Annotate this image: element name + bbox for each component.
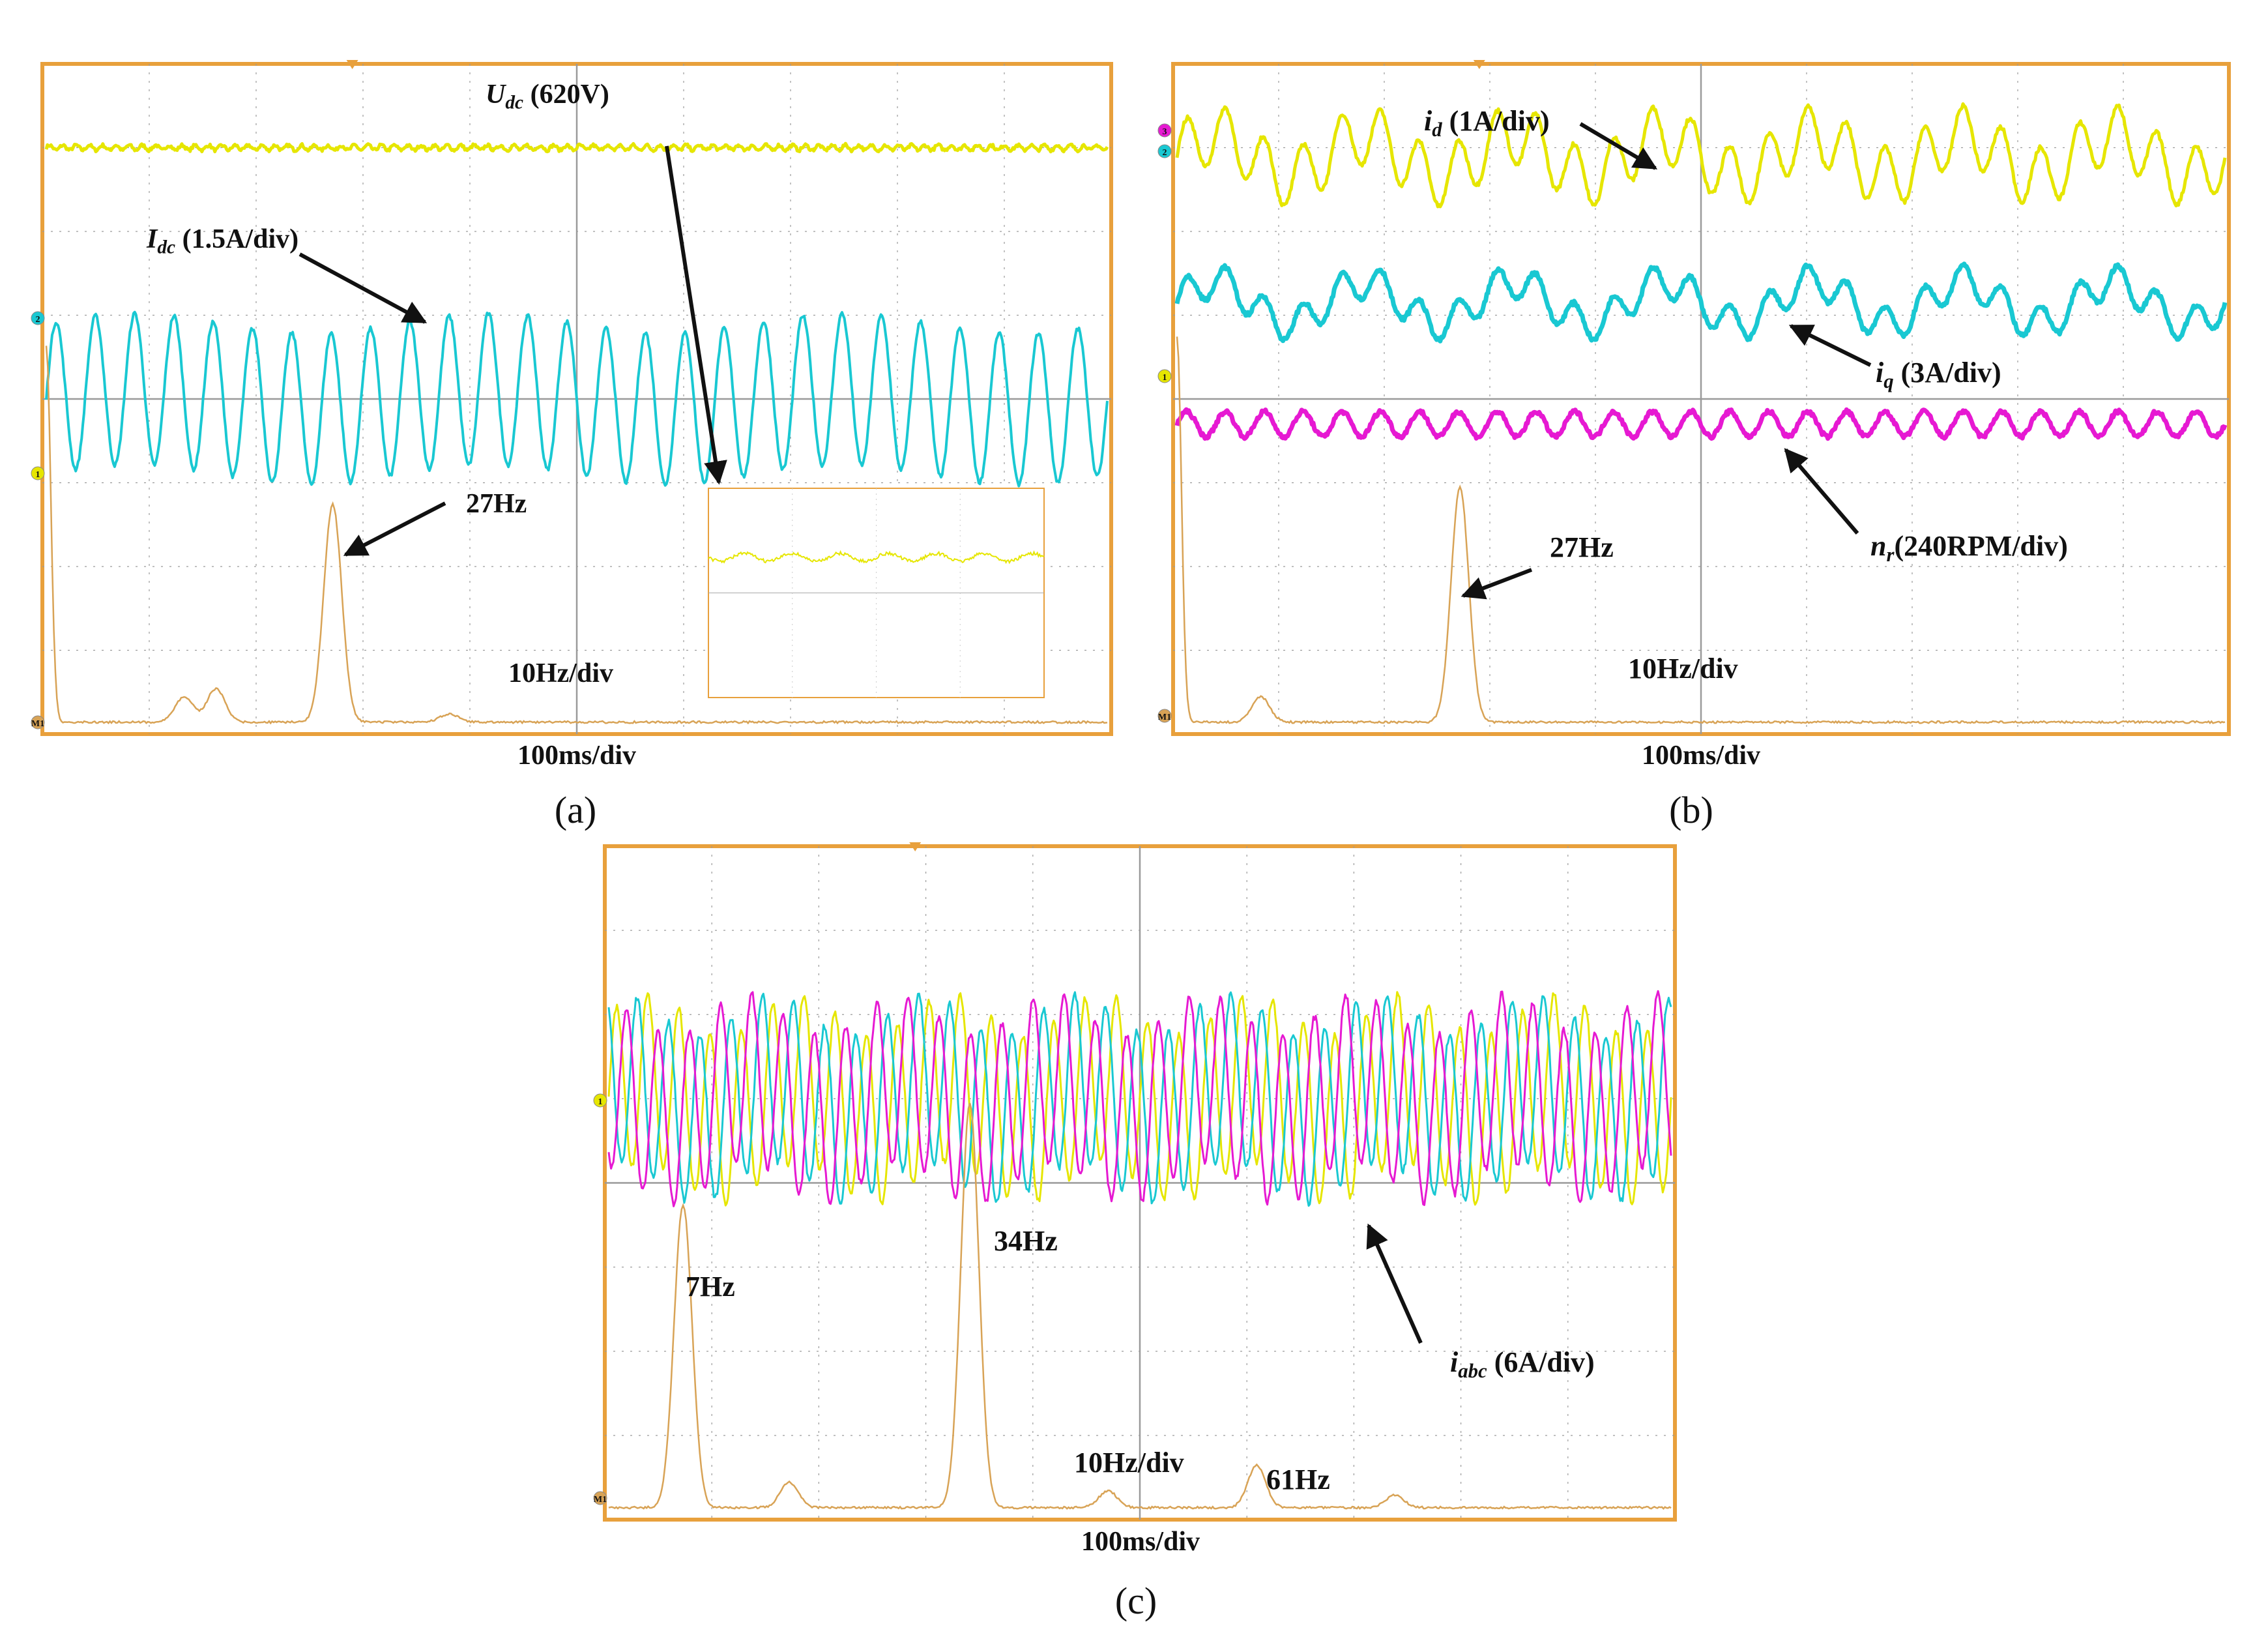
channel-marker-label: M1 bbox=[594, 1495, 607, 1505]
channel-marker-label: M1 bbox=[1158, 713, 1171, 722]
peak-61hz-label: 61Hz bbox=[1266, 1464, 1330, 1495]
annotation-arrows bbox=[1461, 122, 1872, 600]
annotation-labels: 1M1 iabc (6A/div) 7Hz 34Hz 61Hz 10Hz/div bbox=[593, 1093, 1595, 1505]
annotation-arrow bbox=[665, 145, 727, 485]
channel-marker bbox=[31, 715, 45, 729]
channel-marker bbox=[1157, 144, 1172, 158]
fft-trace bbox=[45, 346, 1108, 725]
annotation-labels: 2 1M1 Udc (620V) Idc (1.5A/div) 27Hz 10Hz/div bbox=[31, 80, 613, 729]
idc-label: Idc (1.5A/div) bbox=[146, 224, 298, 258]
channel-marker-label: 1 bbox=[1163, 373, 1167, 383]
annotation-arrow bbox=[1579, 122, 1658, 170]
scope-traces bbox=[607, 990, 1672, 1510]
annotation-labels: 3 2 1M1 id (1A/div) iq (3A/div) nr(240RPM/div… bbox=[1157, 105, 2068, 723]
channel-marker bbox=[1157, 369, 1172, 383]
panel-caption-a: (a) bbox=[555, 789, 596, 831]
channel-marker-label: 1 bbox=[598, 1097, 603, 1107]
scope-panel-a: 2 1M1 Udc (620V) Idc (1.5A/div) 27Hz 10Hz/div… bbox=[31, 60, 1113, 831]
peak-27hz-label: 27Hz bbox=[466, 489, 527, 519]
ic-trace bbox=[607, 990, 1672, 1207]
id-trace bbox=[1175, 102, 2227, 209]
channel-marker-label: 3 bbox=[1163, 127, 1167, 137]
annotation-arrows bbox=[298, 145, 727, 557]
time-scale-label: 100ms/div bbox=[517, 741, 636, 771]
annotation-arrow bbox=[298, 252, 428, 324]
freq-scale-label: 10Hz/div bbox=[508, 658, 613, 688]
iabc-label: iabc (6A/div) bbox=[1450, 1346, 1595, 1382]
annotation-arrow bbox=[1788, 324, 1872, 367]
ib-trace bbox=[607, 991, 1672, 1207]
channel-marker bbox=[31, 311, 45, 325]
udc-trace bbox=[44, 141, 1109, 154]
inset-udc-trace bbox=[708, 550, 1045, 565]
scope-grid bbox=[1173, 60, 2229, 734]
trigger-marker bbox=[909, 842, 922, 851]
channel-marker bbox=[1157, 123, 1172, 138]
nr-label: nr(240RPM/div) bbox=[1870, 530, 2068, 566]
channel-marker bbox=[1157, 709, 1172, 723]
trigger-marker bbox=[1473, 60, 1485, 69]
zoom-inset bbox=[708, 488, 1045, 698]
channel-marker bbox=[593, 1491, 607, 1505]
annotation-arrow bbox=[343, 501, 446, 557]
iq-label: iq (3A/div) bbox=[1876, 357, 2001, 392]
channel-marker-label: 1 bbox=[36, 470, 40, 480]
udc-label: Udc (620V) bbox=[486, 80, 609, 113]
peak-7hz-label: 7Hz bbox=[686, 1271, 735, 1303]
fft-trace bbox=[608, 1102, 1672, 1510]
scope-traces bbox=[1174, 102, 2228, 725]
annotation-arrow bbox=[1366, 1223, 1423, 1344]
scope-panel-c: 1M1 iabc (6A/div) 7Hz 34Hz 61Hz 10Hz/div 100m… bbox=[593, 842, 1677, 1622]
scope-panel-b: 3 2 1M1 id (1A/div) iq (3A/div) nr(240RPM/div… bbox=[1157, 60, 2231, 831]
channel-marker bbox=[593, 1093, 607, 1108]
peak-27hz-label: 27Hz bbox=[1550, 531, 1614, 563]
channel-marker bbox=[31, 466, 45, 480]
fft-trace bbox=[1176, 336, 2226, 725]
panel-caption-b: (b) bbox=[1669, 789, 1713, 831]
iq-trace bbox=[1174, 261, 2228, 344]
trigger-marker bbox=[346, 60, 358, 69]
freq-scale-label: 10Hz/div bbox=[1074, 1447, 1184, 1479]
idc-trace bbox=[45, 310, 1109, 488]
channel-marker-label: 2 bbox=[1163, 148, 1167, 158]
panel-caption-c: (c) bbox=[1115, 1580, 1157, 1622]
freq-scale-label: 10Hz/div bbox=[1628, 653, 1738, 685]
time-scale-label: 100ms/div bbox=[1642, 741, 1760, 771]
peak-34hz-label: 34Hz bbox=[994, 1225, 1058, 1257]
scope-traces bbox=[44, 141, 1109, 725]
channel-marker-label: 2 bbox=[36, 315, 40, 325]
time-scale-label: 100ms/div bbox=[1081, 1527, 1200, 1557]
annotation-arrow bbox=[1784, 448, 1859, 535]
ia-trace bbox=[607, 991, 1672, 1207]
nr-trace bbox=[1174, 407, 2228, 441]
id-label: id (1A/div) bbox=[1424, 105, 1550, 141]
annotation-arrows bbox=[1366, 1223, 1423, 1344]
channel-marker-label: M1 bbox=[31, 719, 44, 729]
annotation-arrow bbox=[1461, 568, 1533, 600]
